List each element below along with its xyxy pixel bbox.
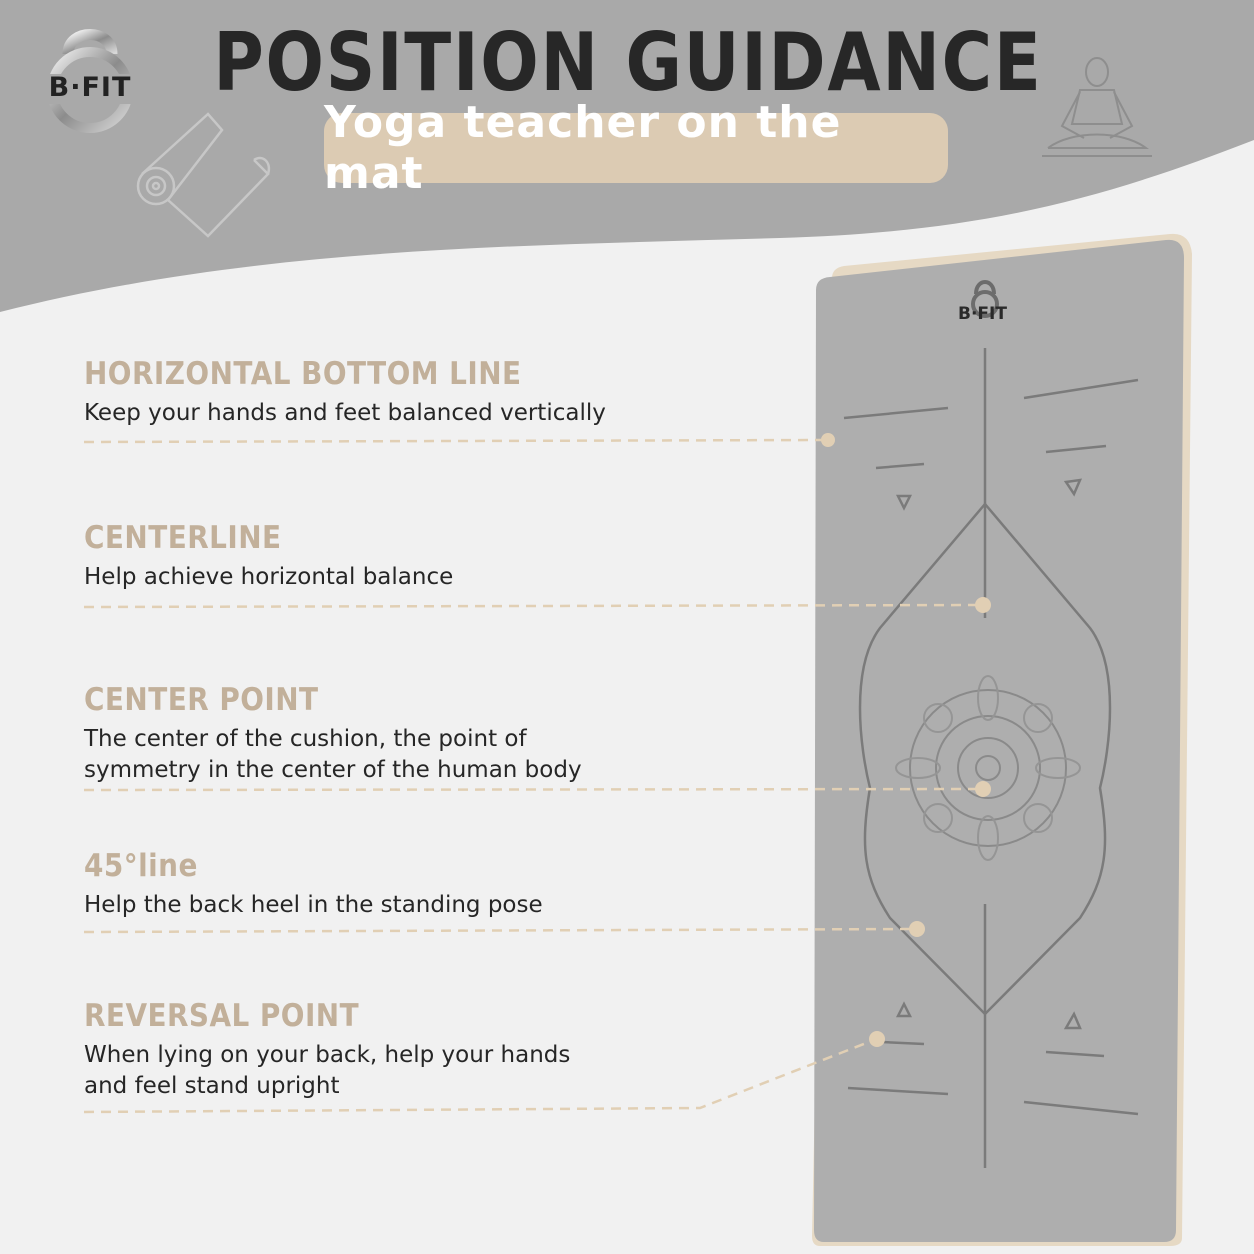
kettlebell-logo-icon (36, 29, 144, 133)
feature-description: The center of the cushion, the point of … (84, 726, 582, 783)
subtitle-pill: Yoga teacher on the mat (324, 97, 948, 199)
brand-logo: B·FIT (30, 20, 150, 135)
feature-heading: CENTERLINE (84, 520, 282, 556)
feature-45-line: 45°line Help the back heel in the standi… (84, 848, 543, 921)
feature-heading: 45°line (84, 848, 198, 884)
feature-horizontal-bottom-line: HORIZONTAL BOTTOM LINE Keep your hands a… (84, 356, 606, 429)
yoga-mat-roll-icon (136, 112, 271, 238)
feature-description: Help the back heel in the standing pose (84, 892, 543, 918)
leader-line-horizontal-bottom (83, 438, 827, 444)
yoga-mat (812, 233, 1192, 1247)
leader-line-45 (83, 927, 915, 934)
meditation-figure-icon (1042, 57, 1152, 157)
feature-heading: CENTER POINT (84, 682, 319, 718)
feature-center-point: CENTER POINT The center of the cushion, … (84, 682, 582, 786)
page-title: POSITION GUIDANCE (213, 16, 1043, 109)
mat-logo (971, 280, 999, 318)
brand-logo-text: B·FIT (48, 72, 132, 103)
feature-description: Help achieve horizontal balance (84, 564, 454, 590)
mat-logo-text: B·FIT (958, 304, 1007, 324)
feature-centerline: CENTERLINE Help achieve horizontal balan… (84, 520, 453, 593)
feature-heading: REVERSAL POINT (84, 998, 360, 1034)
feature-description: When lying on your back, help your hands… (84, 1042, 571, 1099)
feature-description: Keep your hands and feet balanced vertic… (84, 400, 606, 426)
feature-reversal-point: REVERSAL POINT When lying on your back, … (84, 998, 570, 1102)
page-subtitle: Yoga teacher on the mat (324, 97, 842, 199)
mandala-icon (895, 675, 1081, 861)
feature-heading: HORIZONTAL BOTTOM LINE (84, 356, 522, 392)
